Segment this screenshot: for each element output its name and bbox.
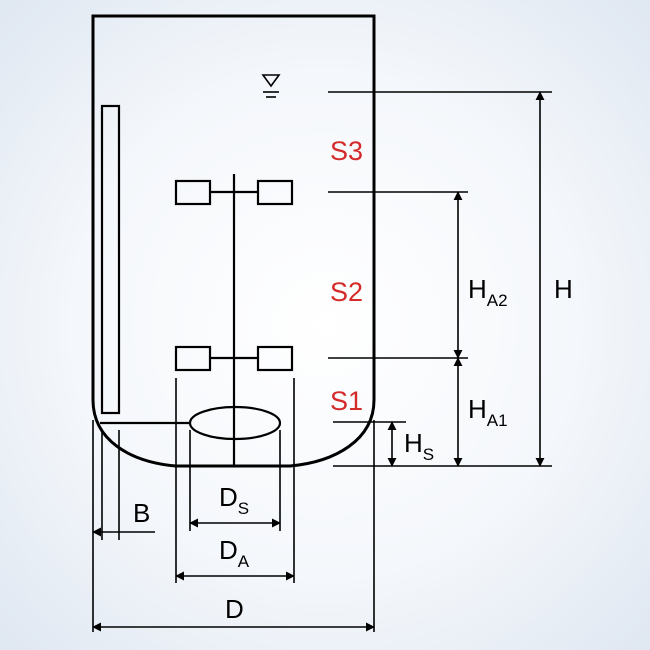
dim-label-h: H bbox=[554, 274, 573, 304]
section-label-s1: S1 bbox=[330, 386, 363, 416]
dim-label-b: B bbox=[133, 498, 150, 528]
dim-label-hs: HS bbox=[404, 428, 434, 464]
dim-label-d: D bbox=[225, 594, 244, 624]
baffle bbox=[100, 104, 121, 415]
dim-label-ds: DS bbox=[219, 482, 249, 518]
upper-impeller bbox=[174, 179, 294, 206]
section-label-s3: S3 bbox=[330, 136, 363, 166]
water-level-triangle-icon bbox=[261, 74, 281, 98]
dim-label-ha1: HA1 bbox=[468, 394, 508, 430]
section-label-s2: S2 bbox=[330, 277, 363, 307]
dim-label-da: DA bbox=[219, 535, 250, 571]
lower-impeller bbox=[174, 345, 294, 372]
width-extension-lines bbox=[92, 378, 375, 632]
dim-label-ha2: HA2 bbox=[468, 274, 508, 310]
